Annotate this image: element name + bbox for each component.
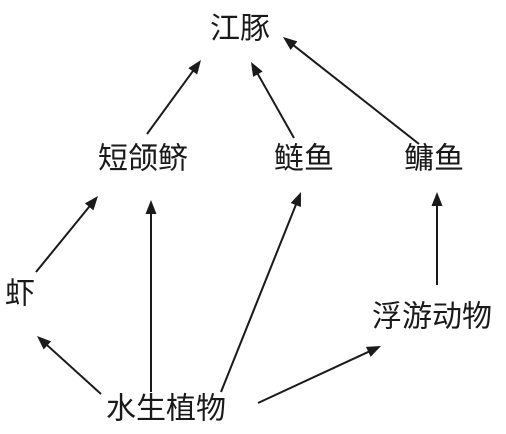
arrow-head <box>431 192 443 206</box>
arrow-shaft <box>146 69 195 135</box>
node-shuishengzhiwu: 水生植物 <box>106 392 226 427</box>
arrow-shaft <box>256 71 295 139</box>
arrow-xia-to-duanhanji <box>35 196 98 273</box>
arrow-head <box>290 192 301 208</box>
arrow-head <box>283 37 298 50</box>
arrow-duanhanji-to-jiangtun <box>146 60 201 135</box>
node-xia: 虾 <box>5 277 35 312</box>
edges <box>35 37 443 404</box>
arrow-shuishengzhiwu-to-lianyu <box>220 192 301 393</box>
node-jiangtun: 江豚 <box>210 12 270 47</box>
node-yongyu: 鳙鱼 <box>404 142 464 177</box>
arrow-shaft <box>257 350 371 404</box>
arrow-shuishengzhiwu-to-xia <box>37 336 102 395</box>
arrow-shaft <box>45 343 102 395</box>
node-lianyu: 鲢鱼 <box>274 142 334 177</box>
arrow-head <box>145 200 157 214</box>
arrow-shaft <box>220 202 298 393</box>
arrow-shaft <box>35 204 92 273</box>
arrow-head <box>37 336 52 350</box>
arrow-lianyu-to-jiangtun <box>251 62 295 139</box>
arrow-shuishengzhiwu-to-duanhanji <box>145 200 157 392</box>
arrow-fuyoudongwu-to-yongyu <box>431 192 443 285</box>
arrow-shaft <box>291 43 420 145</box>
arrow-yongyu-to-jiangtun <box>283 37 420 145</box>
node-fuyoudongwu: 浮游动物 <box>372 300 492 335</box>
arrow-head <box>84 196 98 211</box>
node-duanhanji: 短颌鲚 <box>98 142 188 177</box>
arrow-shuishengzhiwu-to-fuyoudongwu <box>257 346 381 404</box>
arrow-head <box>365 346 381 357</box>
arrow-head <box>188 60 201 75</box>
arrow-head <box>251 62 263 77</box>
